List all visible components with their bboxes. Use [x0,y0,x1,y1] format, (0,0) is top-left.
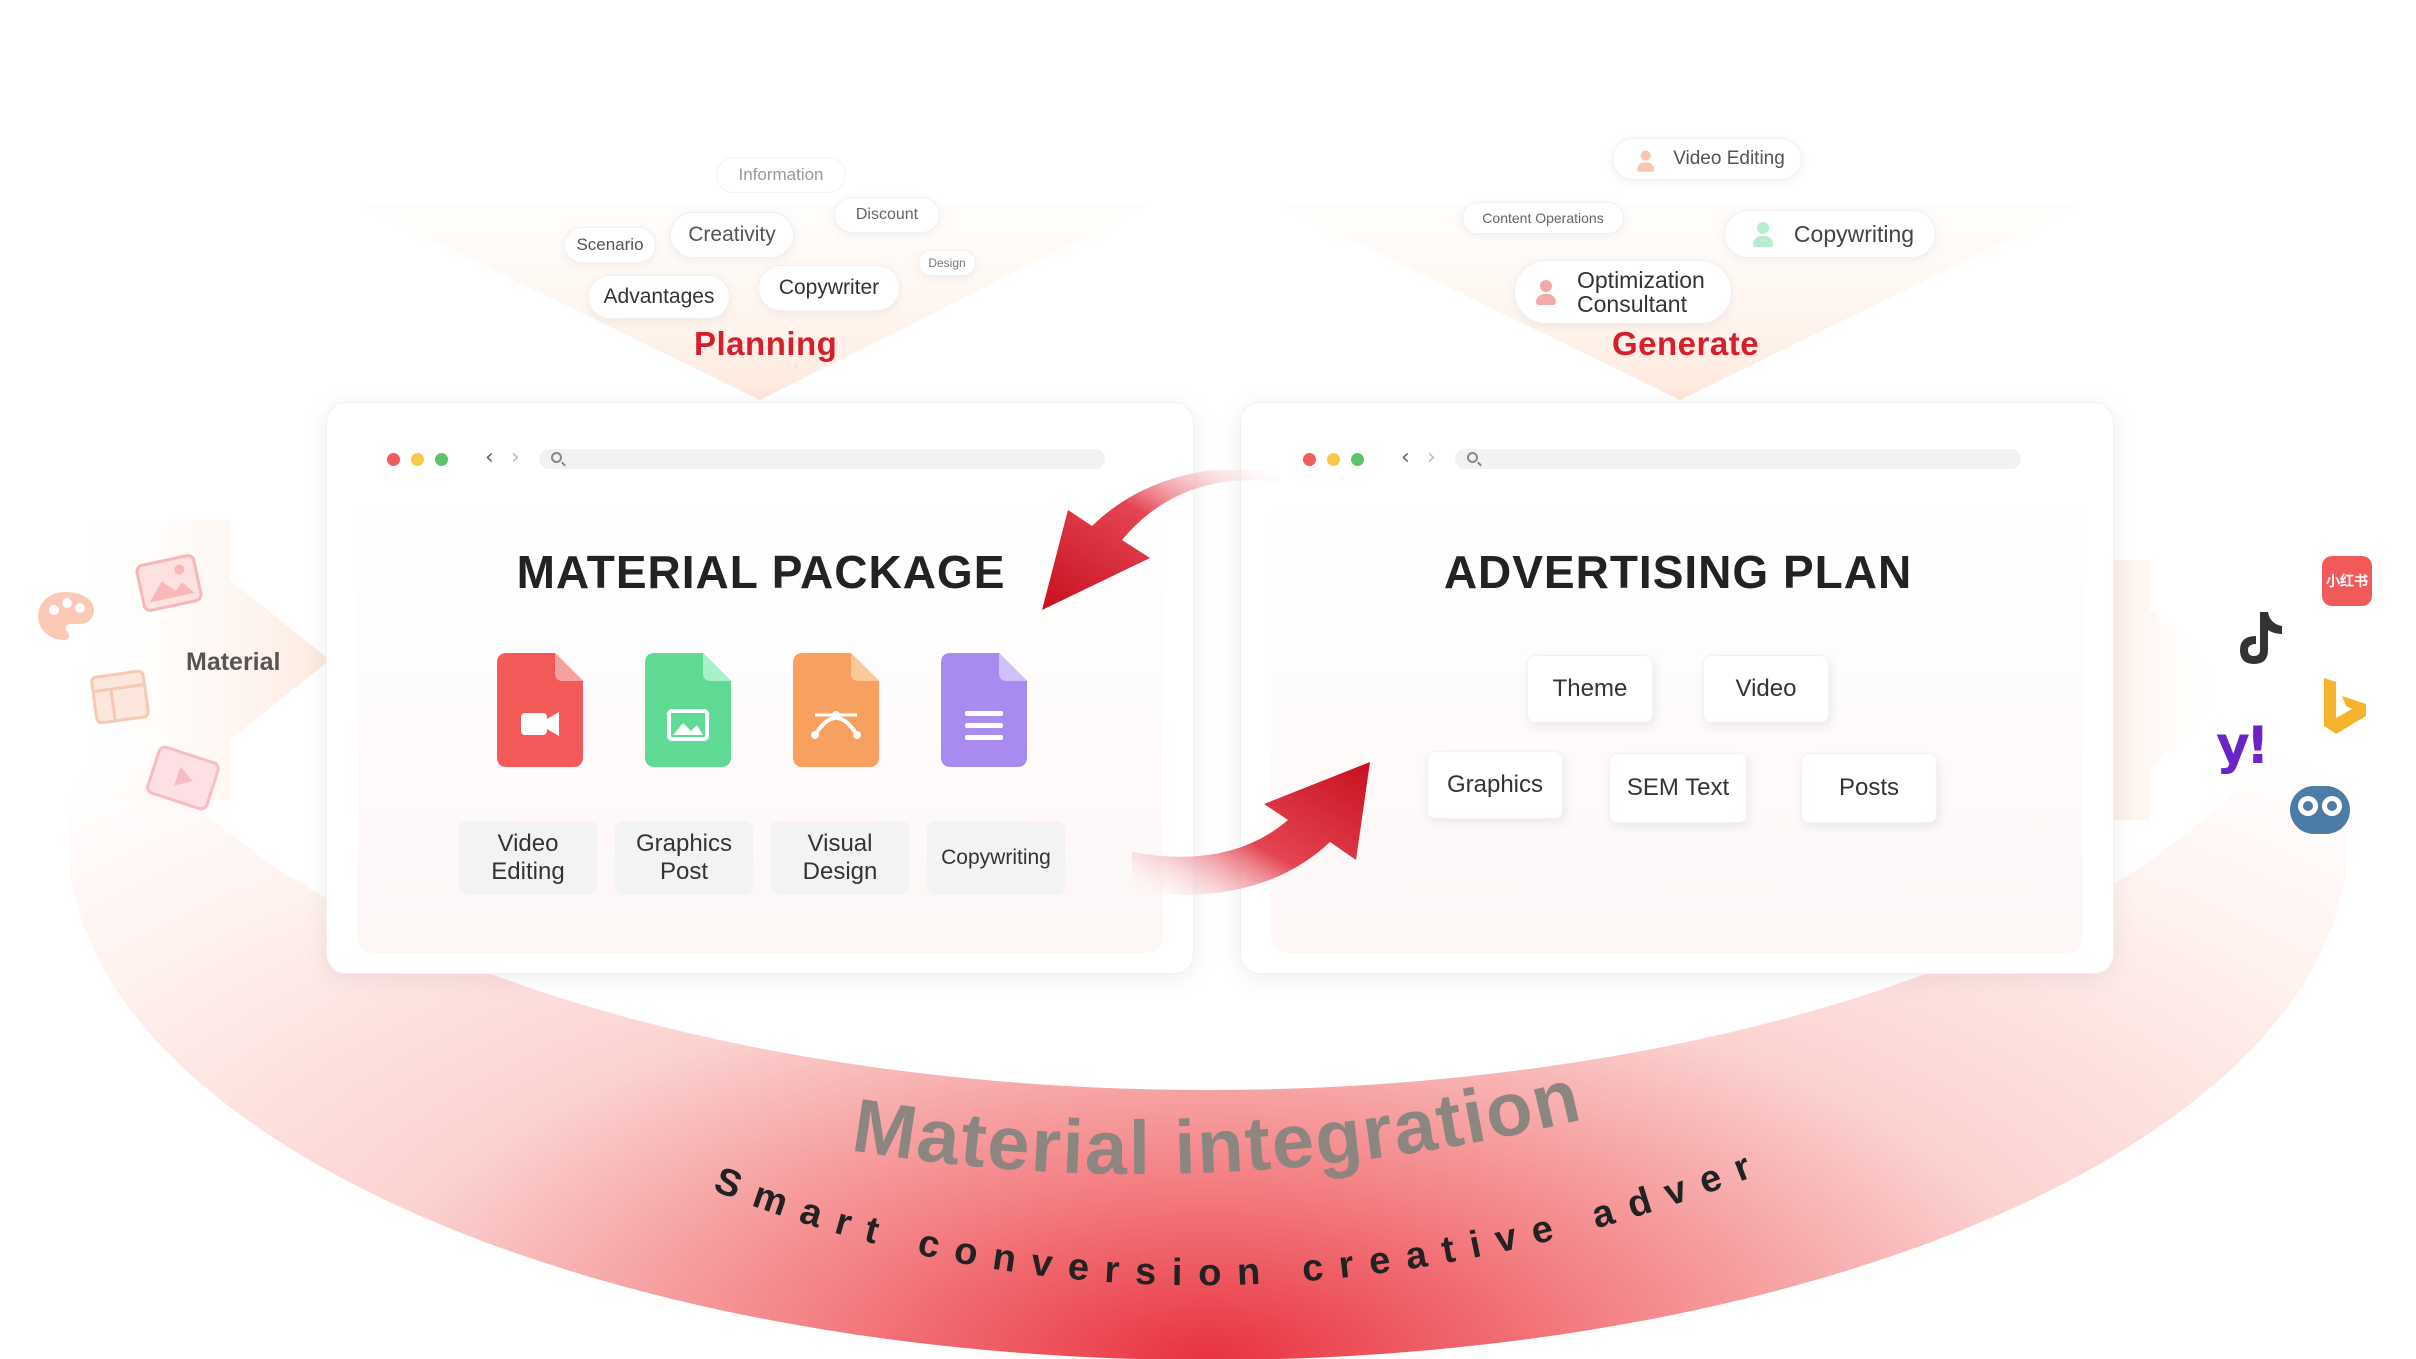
forward-arrow-icon[interactable]: › [511,445,520,470]
search-icon [551,452,562,463]
person-icon [1529,275,1563,309]
window-maximize-dot[interactable] [435,453,448,466]
tag-content-operations: Content Operations [1462,202,1624,234]
window-close-dot[interactable] [1303,453,1316,466]
planning-label: Planning [694,325,838,362]
plan-tag-video[interactable]: Video [1703,655,1829,723]
person-icon [1631,146,1657,172]
video-file-icon[interactable] [497,653,583,767]
search-icon [1467,452,1478,463]
tag-creativity: Creativity [670,212,794,258]
person-icon [1746,217,1780,251]
xiaohongshu-label: 小红书 [2326,573,2368,589]
tag-copywriting: Copywriting [1724,210,1936,258]
window-minimize-dot[interactable] [1327,453,1340,466]
tag-scenario: Scenario [564,227,656,263]
material-label: Material [186,648,281,676]
video-icon [146,745,220,811]
plan-tag-graphics[interactable]: Graphics [1427,751,1563,819]
yahoo-icon[interactable]: y! [2216,716,2270,776]
plan-tag-sem-text[interactable]: SEM Text [1609,753,1747,823]
forward-arrow-icon[interactable]: › [1427,445,1436,470]
bottom-title: Material integration [847,1060,1589,1191]
visual-design-label: Visual Design [771,821,909,895]
tag-copywriter: Copywriter [758,265,900,311]
tag-optimization-consultant: Optimization Consultant [1514,260,1732,324]
tag-video-editing-label: Video Editing [1673,148,1785,169]
address-bar[interactable] [1455,449,2021,469]
graphics-post-label: Graphics Post [615,821,753,895]
tag-advantages: Advantages [588,275,730,319]
tag-copywriting-label: Copywriting [1793,220,1915,247]
tag-optimization-consultant-label: Optimization Consultant [1577,267,1705,317]
copywriting-label: Copywriting [927,821,1065,895]
tag-discount: Discount [834,197,940,233]
back-arrow-icon[interactable]: ‹ [485,445,494,470]
xiaohongshu-icon[interactable]: 小红书 [2322,556,2372,606]
tag-video-editing: Video Editing [1612,138,1802,180]
plan-tag-theme[interactable]: Theme [1527,655,1653,723]
palette-icon [38,592,94,640]
layout-icon [90,669,150,725]
window-minimize-dot[interactable] [411,453,424,466]
window-close-dot[interactable] [387,453,400,466]
document-file-icon[interactable] [941,653,1027,767]
arrow-right-icon [1132,762,1370,896]
video-editing-label: Video Editing [459,821,597,895]
address-bar[interactable] [539,449,1105,469]
image-icon [135,554,203,612]
material-package-window: ‹ › MATERIAL PACKAGE Video Editing Graph… [326,402,1194,974]
advertising-plan-window: ‹ › ADVERTISING PLAN Theme Video Graphic… [1240,402,2114,974]
window-content [1271,493,2083,953]
tag-information: Information [716,157,846,193]
material-package-title: MATERIAL PACKAGE [516,546,1006,598]
graphics-file-icon[interactable] [645,653,731,767]
window-maximize-dot[interactable] [1351,453,1364,466]
generate-label: Generate [1612,325,1760,362]
bing-icon[interactable] [2320,676,2370,738]
tag-design: Design [918,250,976,276]
bottom-heading: Material integration Smart conversion cr… [0,1060,1755,1294]
tiktok-icon[interactable] [2230,608,2286,668]
arrow-left-icon [1042,470,1280,610]
mixi-icon[interactable] [2288,782,2352,838]
advertising-plan-title: ADVERTISING PLAN [1443,546,1913,598]
design-file-icon[interactable] [793,653,879,767]
back-arrow-icon[interactable]: ‹ [1401,445,1410,470]
plan-tag-posts[interactable]: Posts [1801,753,1937,823]
